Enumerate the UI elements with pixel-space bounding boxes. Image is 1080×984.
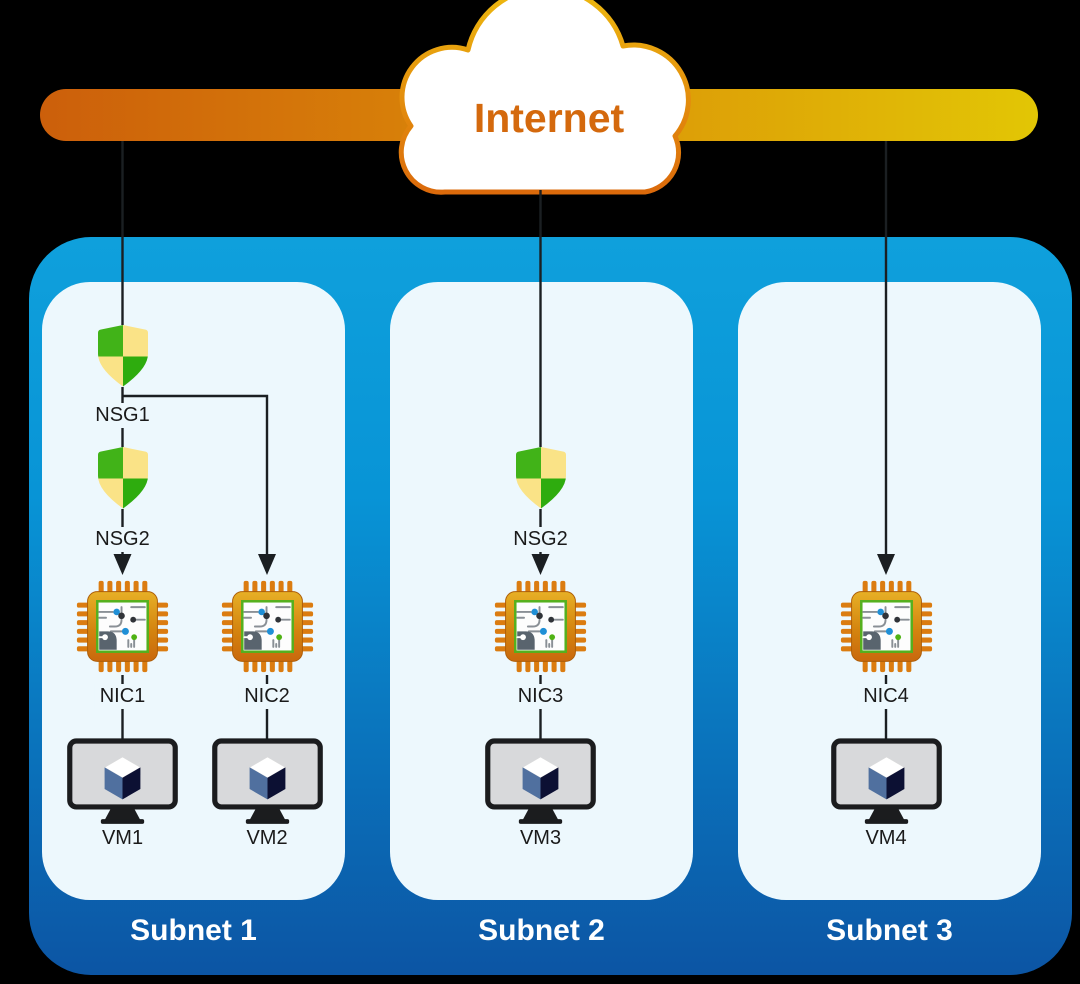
nic4-label: NIC4: [857, 684, 915, 709]
vm3-monitor-icon: [484, 738, 597, 825]
subnet-1-title: Subnet 1: [130, 914, 257, 947]
subnet-3-title: Subnet 3: [826, 914, 953, 947]
nsg1-label: NSG1: [89, 403, 156, 428]
subnet-2-title: Subnet 2: [478, 914, 605, 947]
internet-label: Internet: [473, 95, 625, 141]
nsg2-subnet2-shield-icon: [513, 447, 569, 509]
nsg2-subnet1-label: NSG2: [89, 527, 156, 552]
nic3-label: NIC3: [511, 684, 570, 709]
nic3-chip-icon: [492, 578, 589, 675]
vm3-label: VM3: [513, 826, 568, 851]
vm1-monitor-icon: [66, 738, 179, 825]
vm4-label: VM4: [859, 826, 913, 851]
nic1-label: NIC1: [93, 684, 152, 709]
nic4-chip-icon: [838, 578, 935, 675]
nic2-label: NIC2: [238, 684, 296, 709]
nsg2-subnet1-shield-icon: [95, 447, 151, 509]
vm2-label: VM2: [240, 826, 294, 851]
vm4-monitor-icon: [830, 738, 943, 825]
nic1-chip-icon: [74, 578, 171, 675]
vm1-label: VM1: [95, 826, 150, 851]
nsg1-shield-icon: [95, 325, 151, 387]
nic2-chip-icon: [219, 578, 316, 675]
vm2-monitor-icon: [211, 738, 324, 825]
cloud-icon: [398, 0, 691, 195]
nsg2-subnet2-label: NSG2: [507, 527, 574, 552]
